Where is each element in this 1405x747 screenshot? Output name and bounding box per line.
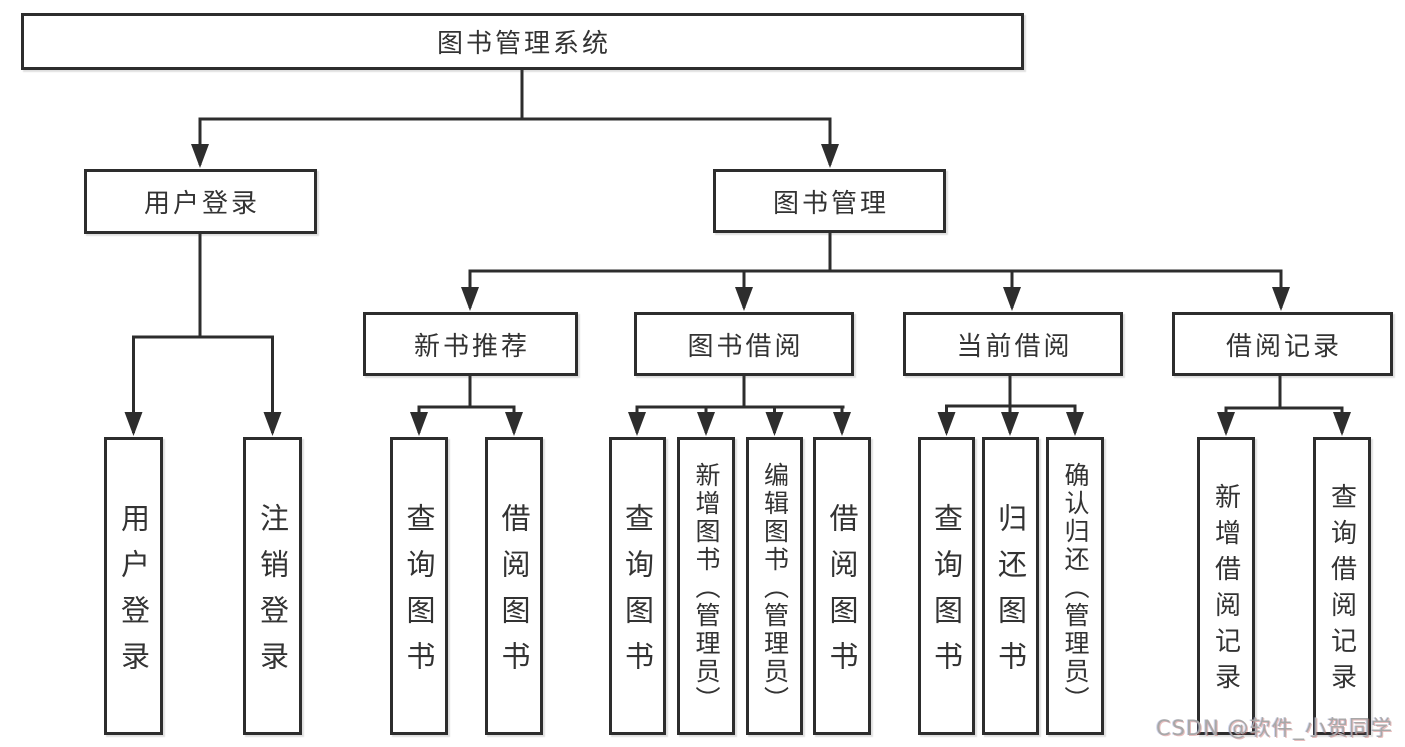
node-root-library-system: 图书管理系统 — [21, 13, 1024, 70]
wire-mgmt-split — [468, 233, 1283, 273]
leaf-borrow-query-books: 查询图书 — [609, 437, 666, 735]
leaf-query-borrow-record: 查询借阅记录 — [1313, 437, 1371, 735]
wire-borrow-split — [635, 376, 845, 409]
leaf-user-login: 用户登录 — [104, 437, 163, 735]
wire-current-split — [945, 376, 1077, 408]
leaf-recommend-query-books: 查询图书 — [390, 437, 448, 735]
wire-records-split — [1224, 376, 1344, 410]
wire-login-split — [132, 234, 274, 339]
node-current-borrow: 当前借阅 — [903, 312, 1123, 376]
leaf-borrow-books: 借阅图书 — [813, 437, 871, 735]
wire-newbook-split — [417, 376, 516, 409]
leaf-current-query-books: 查询图书 — [918, 437, 975, 735]
node-borrow-records: 借阅记录 — [1172, 312, 1393, 376]
leaf-recommend-borrow-books: 借阅图书 — [485, 437, 543, 735]
node-book-management: 图书管理 — [713, 169, 946, 233]
node-user-login: 用户登录 — [84, 169, 317, 234]
node-new-book-recommend: 新书推荐 — [363, 312, 578, 376]
leaf-logout: 注销登录 — [243, 437, 302, 735]
leaf-add-borrow-record: 新增借阅记录 — [1197, 437, 1255, 735]
node-book-borrow: 图书借阅 — [634, 312, 854, 376]
leaf-add-book-admin: 新增图书（管理员） — [677, 437, 735, 735]
leaf-edit-book-admin: 编辑图书（管理员） — [746, 437, 803, 735]
leaf-return-book: 归还图书 — [982, 437, 1039, 735]
leaf-confirm-return-admin: 确认归还（管理员） — [1046, 437, 1104, 735]
wire-root-split — [198, 70, 832, 121]
